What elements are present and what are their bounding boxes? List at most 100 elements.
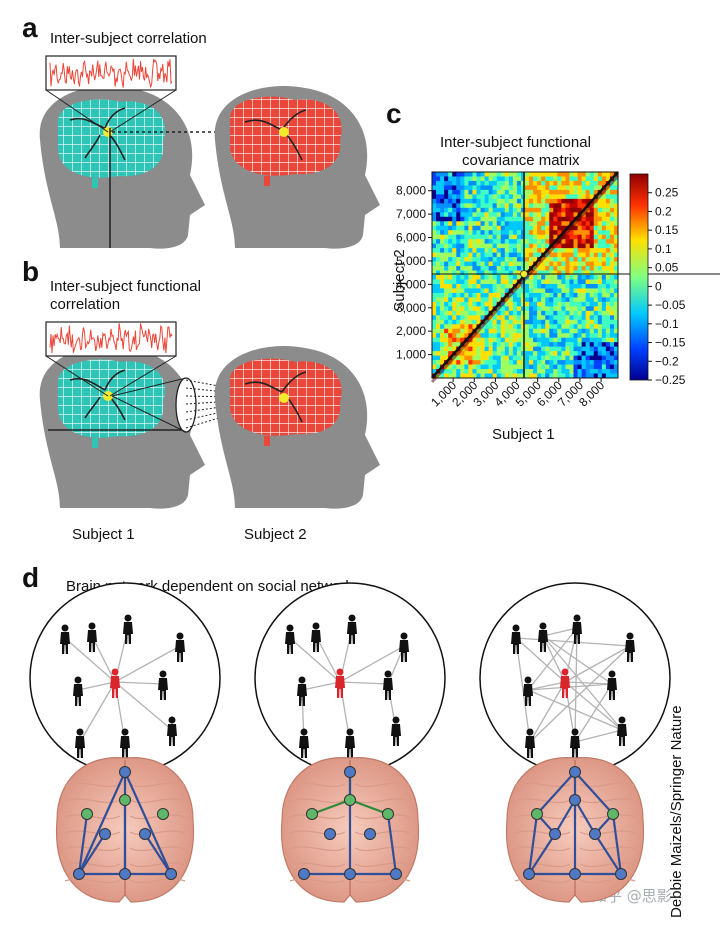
- heatmap-cell: [529, 180, 534, 186]
- heatmap-cell: [488, 189, 493, 195]
- heatmap-cell: [601, 270, 607, 276]
- gyrus-line: [289, 782, 346, 788]
- heatmap-cell: [569, 257, 574, 262]
- heatmap-cell: [609, 337, 615, 343]
- heatmap-cell: [597, 346, 603, 352]
- heatmap-cell: [436, 252, 441, 258]
- heatmap-cell: [448, 248, 453, 253]
- panel-a-title: Inter-subject correlation: [50, 30, 207, 47]
- heatmap-cell: [516, 306, 522, 312]
- heatmap-cell: [452, 288, 457, 294]
- heatmap-cell: [541, 198, 546, 204]
- heatmap-cell: [512, 270, 518, 276]
- heatmap-cell: [472, 351, 477, 356]
- heatmap-cell: [512, 172, 518, 177]
- heatmap-cell: [432, 270, 437, 276]
- gyrus-line: [289, 798, 346, 804]
- heatmap-cell: [537, 328, 542, 334]
- heatmap-cell: [504, 279, 510, 285]
- heatmap-cell: [557, 257, 562, 262]
- heatmap-cell: [488, 292, 493, 298]
- heatmap-cell: [525, 239, 530, 244]
- heatmap-cell: [561, 270, 566, 276]
- heatmap-cell: [444, 172, 449, 177]
- heatmap-cell: [565, 310, 570, 316]
- heatmap-cell: [581, 266, 586, 271]
- heatmap-cell: [597, 230, 603, 235]
- heatmap-cell: [565, 288, 570, 294]
- heatmap-cell: [508, 225, 514, 231]
- heatmap-cell: [452, 333, 457, 338]
- heatmap-cell: [541, 275, 546, 280]
- heatmap-cell: [516, 337, 522, 343]
- heatmap-cell: [432, 328, 437, 334]
- heatmap-cell: [541, 355, 546, 361]
- heatmap-cell: [520, 189, 526, 195]
- heatmap-cell: [537, 369, 542, 374]
- heatmap-cell: [452, 198, 457, 204]
- heatmap-cell: [577, 319, 582, 325]
- heatmap-cell: [448, 342, 453, 347]
- heatmap-cell: [492, 333, 497, 338]
- heatmap-cell: [545, 203, 550, 209]
- heatmap-cell: [549, 257, 554, 262]
- heatmap-cell: [585, 198, 590, 204]
- heatmap-cell: [496, 252, 502, 258]
- gyrus-line: [354, 782, 411, 788]
- social-link: [574, 627, 578, 743]
- heatmap-cell: [476, 275, 481, 280]
- heatmap-cell: [456, 203, 461, 209]
- gyrus-line: [579, 782, 636, 788]
- heatmap-cell: [452, 239, 457, 244]
- heatmap-cell: [452, 342, 457, 347]
- heatmap-cell: [440, 230, 445, 235]
- heatmap-cell: [597, 275, 603, 280]
- heatmap-cell: [613, 243, 619, 249]
- heatmap-cell: [605, 212, 611, 218]
- gyrus-line: [514, 862, 571, 868]
- heatmap-cell: [525, 203, 530, 209]
- heatmap-cell: [561, 221, 566, 227]
- heatmap-cell: [609, 346, 615, 352]
- heatmap-cell: [557, 180, 562, 186]
- heatmap-cell: [549, 360, 554, 365]
- heatmap-cell: [492, 243, 497, 249]
- heatmap-cell: [597, 176, 603, 182]
- heatmap-cell: [508, 189, 514, 195]
- heatmap-cell: [488, 360, 493, 365]
- heatmap-cell: [561, 216, 566, 222]
- heatmap-cell: [581, 225, 586, 231]
- heatmap-cell: [533, 207, 538, 213]
- heatmap-cell: [456, 239, 461, 244]
- heatmap-cell: [456, 176, 461, 182]
- person-head: [312, 622, 320, 630]
- heatmap-cell: [601, 252, 607, 258]
- heatmap-cell: [577, 248, 582, 253]
- heatmap-cell: [472, 239, 477, 244]
- heatmap-cell: [472, 373, 477, 379]
- heatmap-cell: [549, 180, 554, 186]
- heatmap-cell: [520, 346, 526, 352]
- heatmap-cell: [492, 257, 497, 262]
- heatmap-cell: [589, 221, 595, 227]
- heatmap-cell: [593, 315, 599, 321]
- heatmap-cell: [496, 261, 502, 267]
- heatmap-cell: [573, 198, 578, 204]
- heatmap-cell: [525, 373, 530, 379]
- person-body: [175, 640, 185, 662]
- heatmap-cell: [541, 283, 546, 289]
- heatmap-cell: [496, 279, 502, 285]
- heatmap-cell: [512, 337, 518, 343]
- heatmap-cell: [557, 248, 562, 253]
- heatmap-cell: [597, 351, 603, 356]
- heatmap-cell: [589, 194, 595, 200]
- heatmap-cell: [508, 319, 514, 325]
- heatmap-cell: [569, 283, 574, 289]
- heatmap-cell: [593, 172, 599, 177]
- heatmap-cell: [496, 275, 502, 280]
- heatmap-cell: [476, 212, 481, 218]
- heatmap-cell: [436, 172, 441, 177]
- heatmap-cell: [448, 230, 453, 235]
- heatmap-cell: [561, 189, 566, 195]
- heatmap-cell: [452, 212, 457, 218]
